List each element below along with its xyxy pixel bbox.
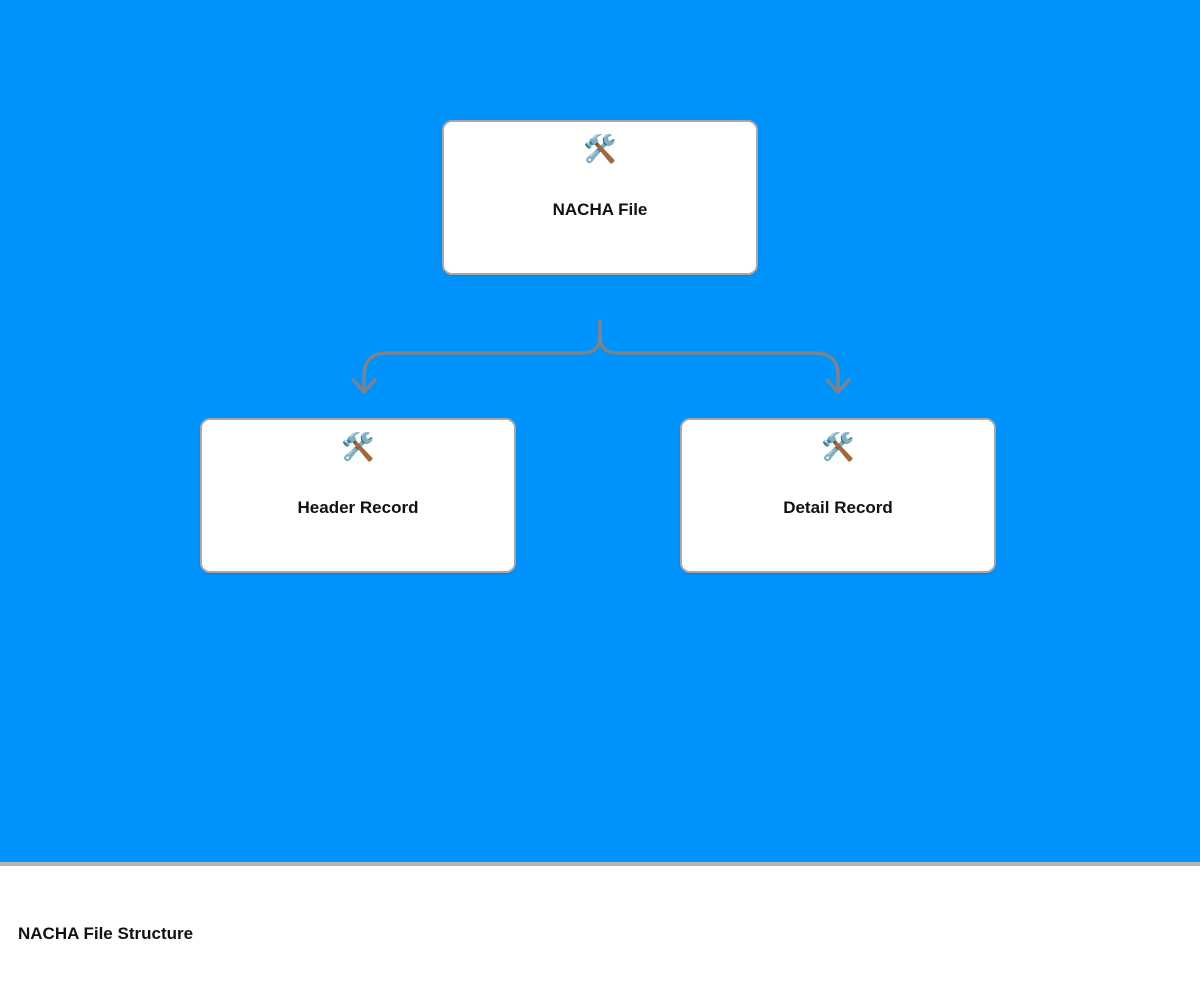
- diagram-canvas: 🛠️ NACHA File 🛠️ Header Record 🛠️ Detail…: [0, 0, 1200, 862]
- node-detail-record[interactable]: 🛠️ Detail Record: [680, 418, 996, 573]
- hammer-and-wrench-icon: 🛠️: [821, 432, 855, 462]
- edge-root-to-detail: [598, 319, 840, 393]
- node-label: Detail Record: [783, 498, 893, 517]
- hammer-and-wrench-icon: 🛠️: [583, 134, 617, 164]
- hammer-and-wrench-icon: 🛠️: [341, 432, 375, 462]
- diagram-title: NACHA File Structure: [18, 924, 194, 943]
- caption-band: NACHA File Structure: [0, 866, 1200, 1000]
- arrow-down-left-icon: [351, 378, 377, 394]
- node-nacha-file[interactable]: 🛠️ NACHA File: [442, 120, 758, 275]
- arrow-down-right-icon: [825, 378, 851, 394]
- edge-root-to-header: [362, 319, 602, 393]
- node-label: Header Record: [297, 498, 419, 517]
- canvas-divider: [0, 862, 1200, 866]
- node-label: NACHA File: [552, 200, 648, 219]
- node-header-record[interactable]: 🛠️ Header Record: [200, 418, 516, 573]
